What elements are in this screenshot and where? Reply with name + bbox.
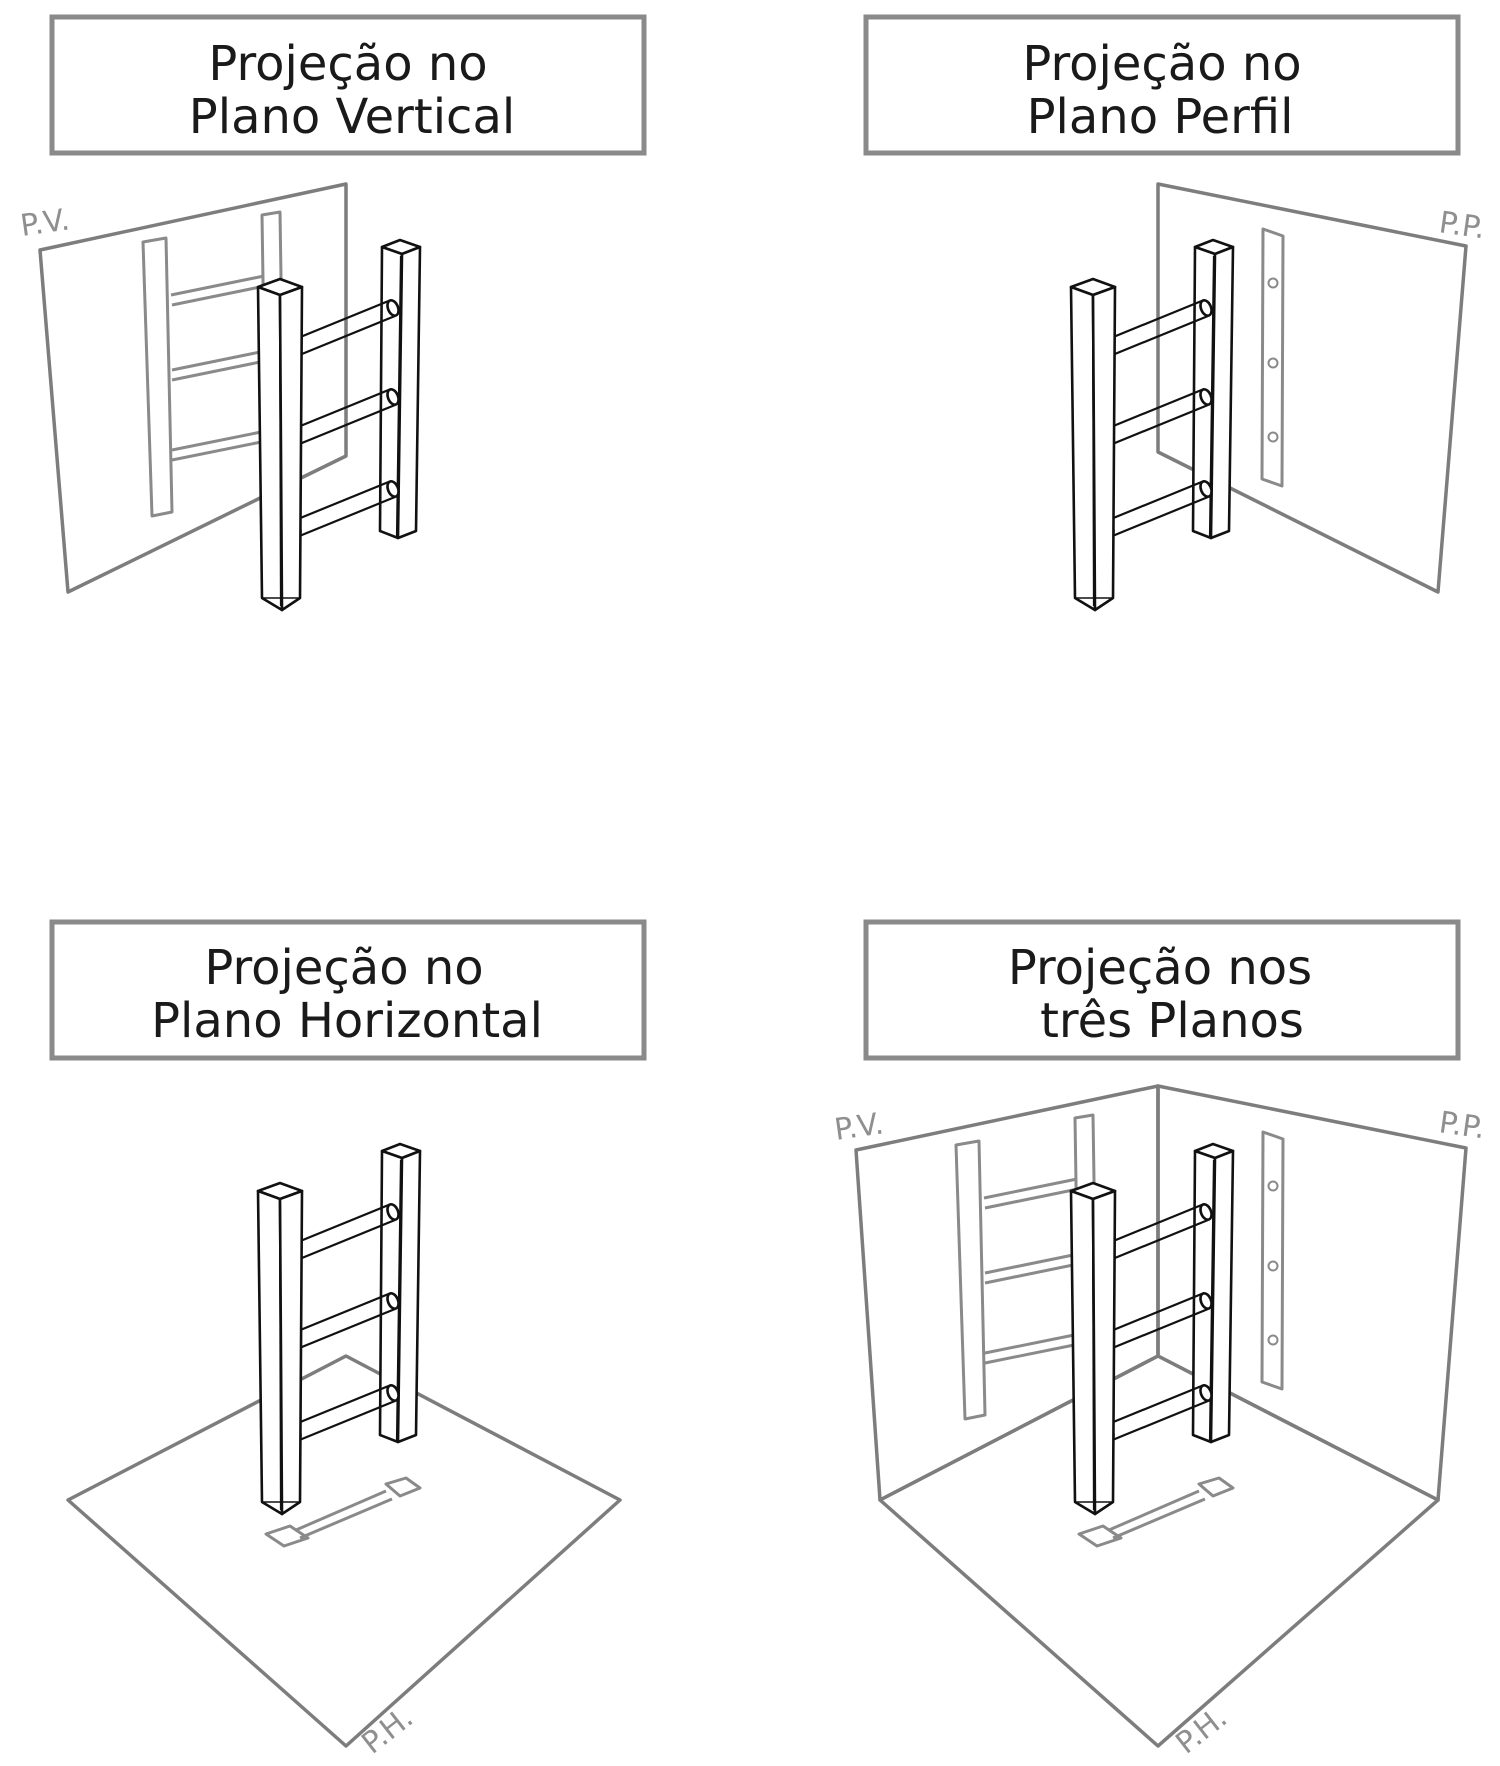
profile-plane xyxy=(1156,182,1468,594)
horizontal-projection xyxy=(1077,1476,1235,1548)
label-pv: P.V. xyxy=(832,1106,886,1148)
panel-horizontal: Projeção no Plano Horizontal P.H. xyxy=(49,919,647,1761)
title-box-horizontal xyxy=(49,919,647,1061)
title-line-1: Projeção no xyxy=(204,940,483,996)
title-line-1: Projeção no xyxy=(208,36,487,92)
horizontal-plane xyxy=(878,1354,1440,1748)
horizontal-projection xyxy=(264,1476,422,1548)
panel-vertical: Projeção no Plano Vertical P.V. xyxy=(18,14,647,612)
ladder-object xyxy=(1069,238,1235,612)
label-pp: P.P. xyxy=(1437,205,1487,246)
title-line-2: Plano Perfil xyxy=(1027,89,1294,145)
label-pv: P.V. xyxy=(18,202,72,244)
horizontal-plane xyxy=(66,1354,622,1748)
ladder-object xyxy=(1069,1142,1235,1516)
title-box-three xyxy=(863,919,1461,1061)
panel-profile: Projeção no Plano Perfil P.P. xyxy=(863,14,1487,612)
label-pp: P.P. xyxy=(1437,1105,1487,1146)
title-line-2: Plano Vertical xyxy=(189,89,515,145)
title-line-1: Projeção no xyxy=(1022,36,1301,92)
label-ph: P.H. xyxy=(1169,1700,1234,1761)
ladder-object xyxy=(256,238,422,612)
ladder-object xyxy=(256,1142,422,1516)
title-box-profile xyxy=(863,14,1461,156)
vertical-plane xyxy=(38,182,348,594)
title-box-vertical xyxy=(49,14,647,156)
label-ph: P.H. xyxy=(355,1700,420,1761)
title-line-2: Plano Horizontal xyxy=(151,993,543,1049)
title-line-1: Projeção nos xyxy=(1008,940,1312,996)
profile-projection xyxy=(1260,1130,1285,1391)
panel-three-planes: Projeção nos três Planos P.V. P.P. P.H. xyxy=(832,919,1487,1761)
profile-projection xyxy=(1260,227,1285,488)
title-line-2: três Planos xyxy=(1040,993,1304,1049)
